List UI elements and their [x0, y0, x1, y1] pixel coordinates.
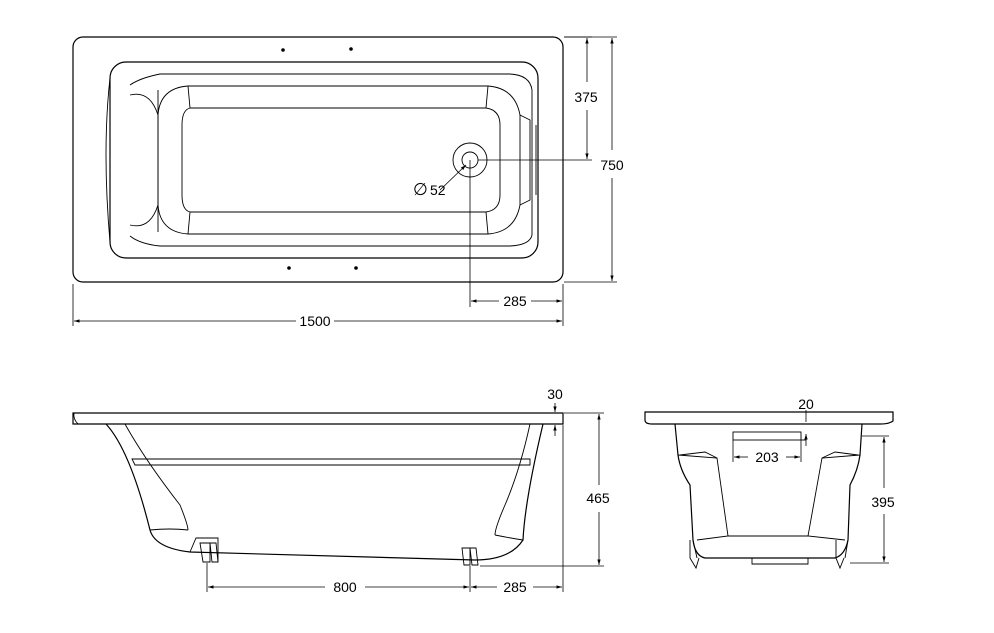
front-ledge — [131, 458, 531, 466]
front-body — [105, 423, 544, 561]
plan-dot — [354, 266, 358, 270]
dim-feet-offset: 285 — [503, 579, 527, 595]
diameter-symbol: ∅ — [413, 180, 428, 199]
front-foot-left — [199, 542, 211, 563]
end-rim — [644, 411, 894, 425]
end-view: 203 20 395 — [644, 396, 895, 570]
end-body — [674, 423, 863, 559]
plan-dot — [349, 47, 353, 51]
plan-outer-rim — [72, 36, 564, 283]
dim-end-height: 395 — [871, 494, 895, 510]
plan-view: 1500 285 375 750 ∅ 52 — [72, 36, 624, 329]
plan-basin-floor-inner — [181, 107, 501, 213]
dim-drain-offset-y: 375 — [574, 89, 598, 105]
dim-drain-offset-x: 285 — [503, 293, 527, 309]
plan-basin-outline — [129, 73, 533, 247]
dim-end-rim: 20 — [798, 396, 814, 412]
dim-end-width: 203 — [755, 449, 779, 465]
end-foot-right — [835, 540, 845, 570]
front-rim — [72, 412, 564, 425]
dim-drain-diameter: 52 — [430, 182, 446, 198]
dim-total-height: 465 — [586, 490, 610, 506]
end-foot-left — [689, 540, 700, 570]
front-foot-right — [461, 547, 471, 566]
dim-rim-thickness: 30 — [547, 386, 563, 402]
dim-top-depth: 750 — [600, 157, 624, 173]
end-overflow — [732, 431, 802, 441]
plan-dot — [281, 48, 285, 52]
plan-dot — [287, 266, 291, 270]
front-view: 800 285 465 30 — [72, 386, 610, 595]
plan-inner-rim — [109, 61, 539, 259]
dim-top-width: 1500 — [299, 313, 330, 329]
dim-feet-spacing: 800 — [333, 579, 357, 595]
